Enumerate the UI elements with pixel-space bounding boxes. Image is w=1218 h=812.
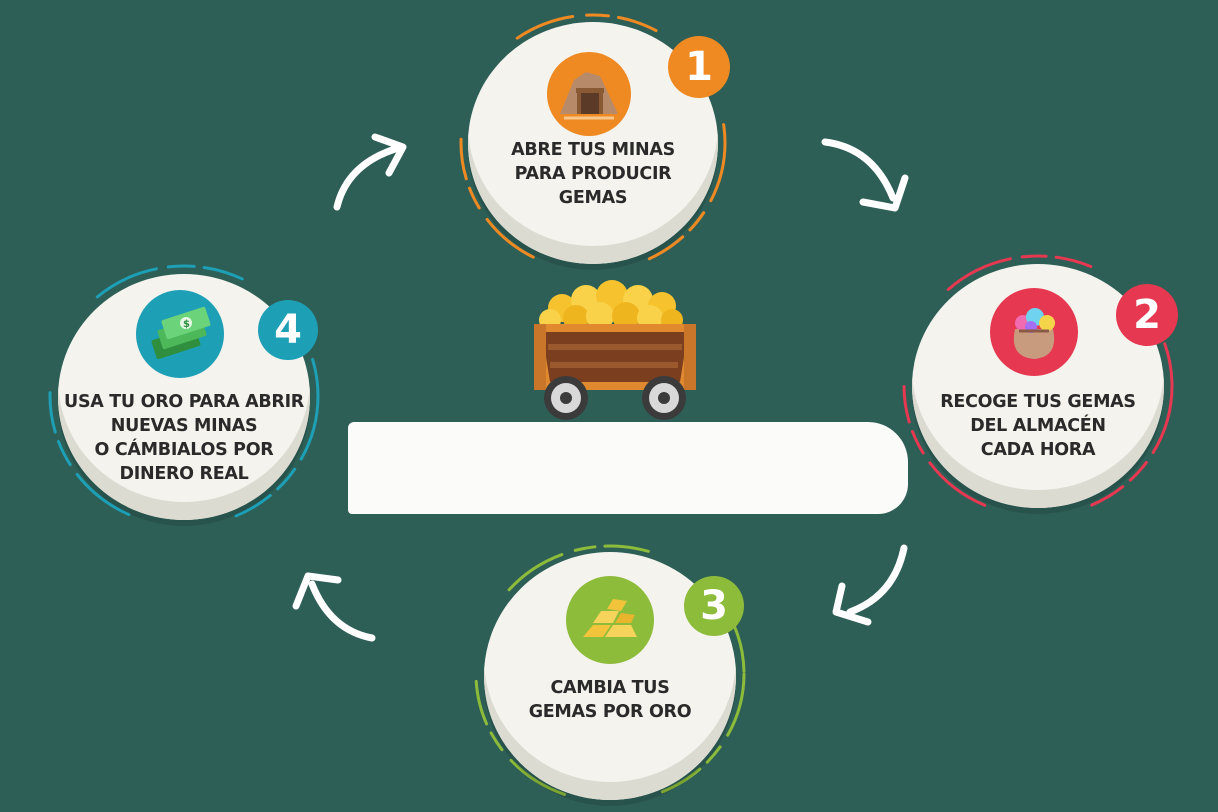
step-4-line-2: NUEVAS MINAS (110, 416, 258, 436)
cycle-arrow-bottom-right (832, 544, 908, 626)
mine-entrance-icon (547, 52, 631, 136)
step-4-line-1: USA TU ORO PARA ABRIR (64, 392, 304, 412)
step-4-number-badge: 4 (258, 300, 318, 360)
step-1-number-badge: 1 (668, 36, 730, 98)
step-1-line-2: PARA PRODUCIR (514, 164, 672, 184)
cart-wheels (544, 376, 686, 420)
step-1-label: ABRE TUS MINAS PARA PRODUCIR GEMAS (468, 138, 718, 210)
money-stack-icon: $ (136, 290, 224, 378)
cycle-arrow-top-left (333, 133, 407, 211)
step-3-number-badge: 3 (684, 576, 744, 636)
gold-mine-cart-icon (534, 280, 696, 420)
step-4-label: USA TU ORO PARA ABRIR NUEVAS MINAS O CÁM… (58, 390, 310, 486)
step-2-number-badge: 2 (1116, 284, 1178, 346)
step-4-card: $ 4 USA TU ORO PARA ABRIR NUEVAS MINAS O… (48, 264, 320, 528)
center-blank-panel (348, 422, 908, 514)
gem-sack-icon (990, 288, 1078, 376)
svg-text:$: $ (183, 319, 190, 330)
step-3-line-2: GEMAS POR ORO (528, 702, 692, 722)
step-2-line-2: DEL ALMACÉN (970, 416, 1106, 436)
step-4-line-4: DINERO REAL (119, 464, 249, 484)
step-3-card: 3 CAMBIA TUS GEMAS POR ORO (474, 544, 746, 804)
step-3-label: CAMBIA TUS GEMAS POR ORO (484, 676, 736, 724)
gold-bars-icon (566, 576, 654, 664)
step-4-line-3: O CÁMBIALOS POR (94, 440, 274, 460)
cycle-arrow-bottom-left (292, 572, 376, 642)
cycle-arrow-top-right (821, 138, 909, 212)
step-2-line-3: CADA HORA (980, 440, 1096, 460)
step-3-line-1: CAMBIA TUS (550, 678, 670, 698)
step-1-line-1: ABRE TUS MINAS (511, 140, 675, 160)
step-2-card: 2 RECOGE TUS GEMAS DEL ALMACÉN CADA HORA (902, 254, 1178, 518)
step-2-line-1: RECOGE TUS GEMAS (940, 392, 1136, 412)
step-1-line-3: GEMAS (558, 188, 628, 208)
gold-nuggets (539, 280, 683, 331)
step-1-card: 1 ABRE TUS MINAS PARA PRODUCIR GEMAS (459, 13, 730, 273)
step-2-label: RECOGE TUS GEMAS DEL ALMACÉN CADA HORA (912, 390, 1164, 462)
